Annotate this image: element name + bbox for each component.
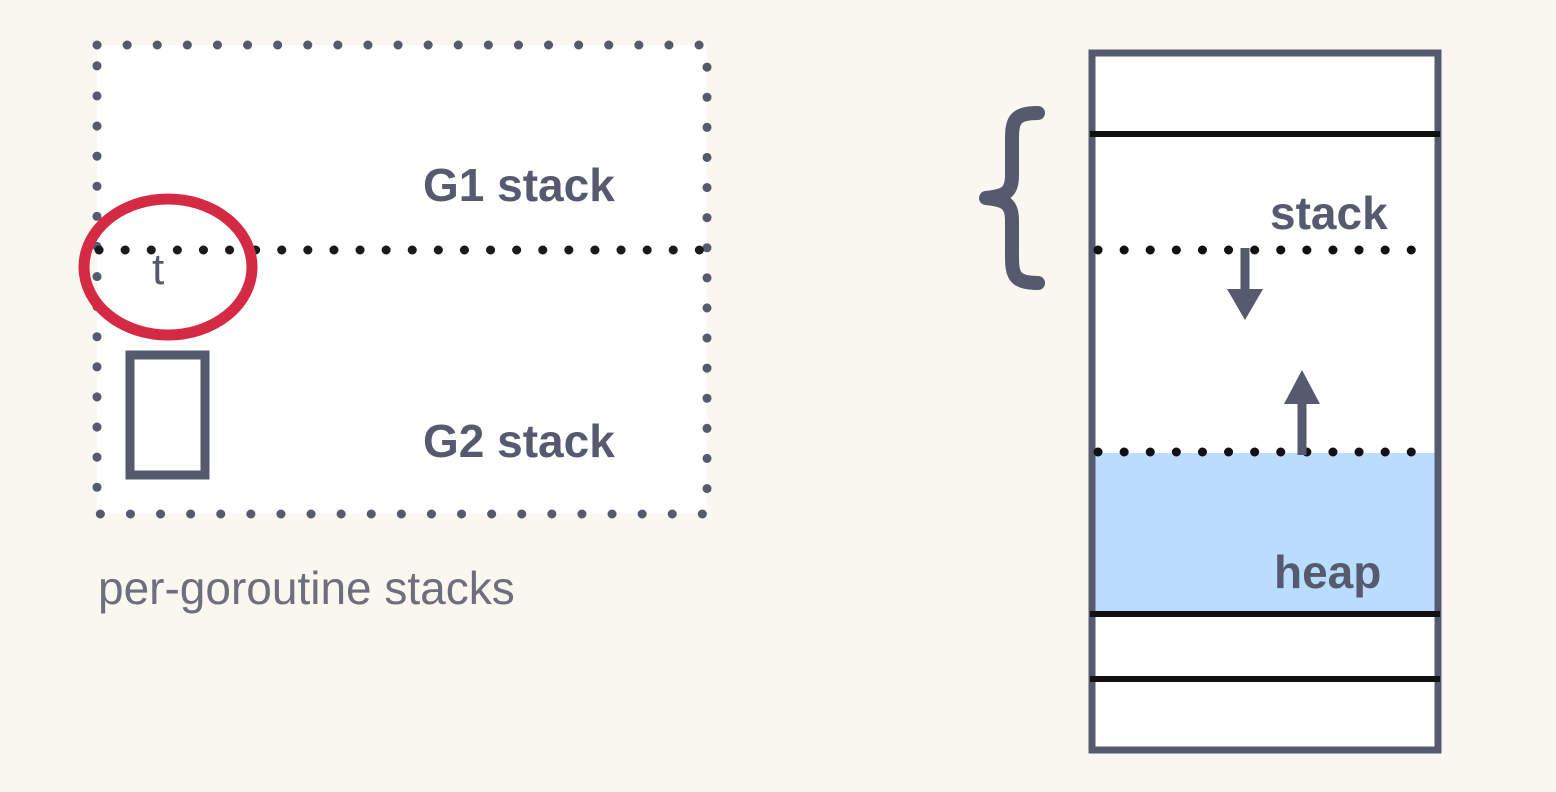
- stack-growth-arrow: [1227, 248, 1263, 320]
- pointer-highlight-ellipse: [78, 193, 258, 341]
- g1-stack-label: G1 stack: [423, 159, 615, 211]
- pointer-t-label: t: [152, 245, 165, 294]
- allocated-object-box: [125, 350, 210, 480]
- address-space-box-border: [1088, 49, 1442, 754]
- per-goroutine-stacks-caption: per-goroutine stacks: [98, 562, 515, 614]
- heap-growth-arrow: [1284, 370, 1320, 455]
- address-space-box-fill: [1092, 53, 1438, 750]
- stack-segment-label: stack: [1270, 187, 1388, 239]
- g2-stack-label: G2 stack: [423, 415, 615, 467]
- address-space-brace: [979, 106, 1045, 290]
- heap-segment-label: heap: [1274, 546, 1382, 598]
- heap-segment-fill: [1095, 453, 1435, 614]
- per-goroutine-panel-border: [92, 40, 712, 519]
- left-panel-group: [78, 40, 712, 519]
- address-space-group: [979, 49, 1442, 754]
